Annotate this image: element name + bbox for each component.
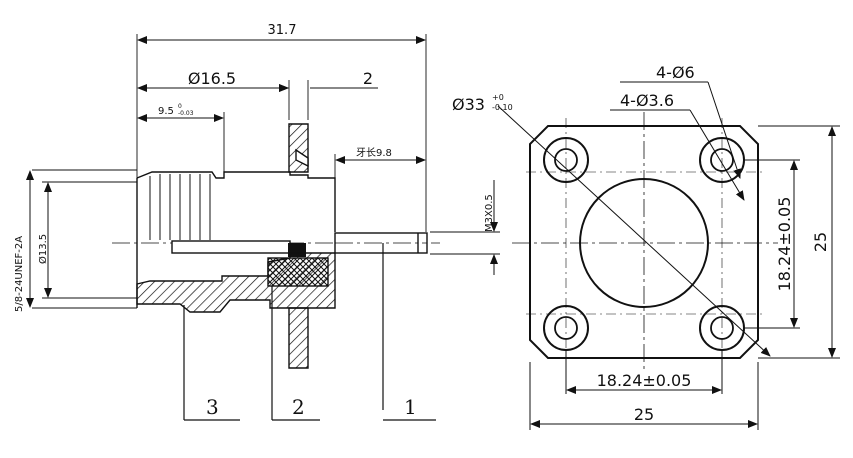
side-view — [32, 34, 500, 421]
insulator-section — [267, 257, 329, 287]
center-pin — [334, 232, 428, 410]
dim-height: 25 — [811, 232, 830, 252]
flange-plate — [288, 123, 309, 369]
dim-hole-inner: 4-Ø3.6 — [620, 91, 674, 110]
callout-3: 3 — [206, 395, 219, 419]
dim-flange-dia: Ø16.5 — [188, 69, 236, 88]
dim-width: 25 — [634, 405, 654, 424]
dim-hole-outer: 4-Ø6 — [656, 63, 695, 82]
dim-flange-thickness: 2 — [363, 69, 373, 88]
dim-circle-dia: Ø33 — [452, 95, 485, 114]
dim-spacing-v: 18.24±0.05 — [775, 197, 794, 292]
extension-lines — [32, 34, 500, 309]
callout-2: 2 — [292, 395, 305, 419]
center-bore — [579, 178, 709, 308]
dim-body-dia: Ø13.5 — [37, 234, 49, 264]
dim-front-tol-lower: -0.03 — [178, 110, 194, 117]
connector-body-outline — [136, 171, 336, 232]
dim-circle-tol-lower: -0.10 — [492, 103, 513, 112]
dim-overall-length: 31.7 — [268, 23, 297, 38]
callout-leaders — [183, 286, 436, 421]
knurl-lines — [149, 174, 211, 240]
square-flange — [529, 125, 759, 359]
side-dimensions — [26, 36, 498, 308]
thread-spec: 5/8-24UNEF-2A — [14, 236, 25, 312]
diag-33 — [497, 105, 771, 357]
dim-front-length: 9.5 — [158, 106, 174, 117]
dim-pin-thread: M3X0.5 — [484, 194, 495, 232]
front-dimensions — [529, 81, 840, 430]
front-view — [497, 81, 778, 372]
insulator — [171, 240, 291, 254]
callout-1: 1 — [404, 395, 417, 419]
dim-front-tol-upper: 0 — [178, 103, 182, 110]
dim-thread-length: 牙长9.8 — [356, 147, 392, 159]
dim-spacing-h: 18.24±0.05 — [597, 371, 692, 390]
dim-circle-tol-upper: +0 — [492, 93, 504, 102]
